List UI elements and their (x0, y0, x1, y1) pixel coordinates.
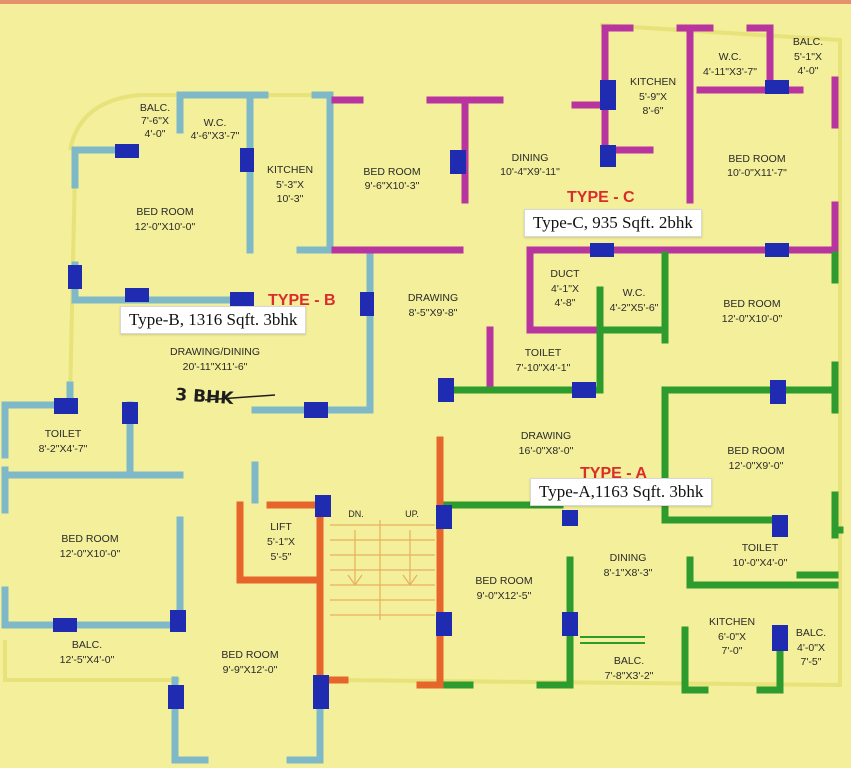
room-a-wc-size1: 4'-2"X5'-6" (610, 302, 659, 314)
room-duct-name: DUCT (550, 268, 580, 280)
room-b-kitchen-size2: 10'-3" (277, 193, 304, 205)
type-c-area-label: Type-C, 935 Sqft. 2bhk (524, 209, 702, 237)
room-b-balc-top-size2: 4'-0" (145, 128, 166, 140)
room-a-bed1-size1: 12'-0"X10'-0" (722, 313, 783, 325)
room-labels: BALC. 7'-6"X 4'-0" W.C. 4'-6"X3'-7" KITC… (39, 36, 827, 682)
room-b-kitchen-size1: 5'-3"X (276, 179, 304, 191)
room-b-toilet-size1: 8'-2"X4'-7" (39, 443, 88, 455)
room-b-kitchen-name: KITCHEN (267, 164, 313, 176)
room-c-drawing-name: DRAWING (408, 292, 458, 304)
room-a-balc2-name: BALC. (796, 627, 826, 639)
room-a-bed3-size1: 9'-0"X12'-5" (477, 590, 532, 602)
room-a-dining-size1: 8'-1"X8'-3" (604, 567, 653, 579)
room-b-bed3-size1: 9'-9"X12'-0" (223, 664, 278, 676)
room-b-balc-top-size1: 7'-6"X (141, 115, 169, 127)
room-a-balc2-size1: 4'-0"X (797, 642, 825, 654)
room-a-dining-name: DINING (610, 552, 647, 564)
room-c-bed1-name: BED ROOM (363, 166, 420, 178)
room-b-wc-size1: 4'-6"X3'-7" (191, 130, 240, 142)
room-a-balc1-size1: 7'-8"X3'-2" (605, 670, 654, 682)
room-b-balc-bot-name: BALC. (72, 639, 102, 651)
room-b-wc-name: W.C. (204, 117, 227, 129)
room-a-bed1-name: BED ROOM (723, 298, 780, 310)
room-c-wc-size1: 4'-11"X3'-7" (703, 66, 757, 78)
room-lift-name: LIFT (270, 521, 292, 533)
room-b-drawing-name: DRAWING/DINING (170, 346, 260, 358)
room-b-drawing-size1: 20'-11"X11'-6" (183, 361, 248, 373)
room-a-bed2-size1: 12'-0"X9'-0" (729, 460, 784, 472)
room-a-wc-name: W.C. (623, 287, 646, 299)
room-duct-size2: 4'-8" (555, 297, 576, 309)
type-a-balcony-rail (580, 636, 645, 644)
stair-down-label: DN. (348, 509, 364, 519)
room-a-balc2-size2: 7'-5" (801, 656, 822, 668)
type-c-heading: TYPE - C (567, 189, 635, 206)
type-b-heading: TYPE - B (268, 292, 336, 309)
room-c-kitchen-size2: 8'-6" (643, 105, 664, 117)
room-lift-size1: 5'-1"X (267, 536, 295, 548)
room-a-bed2-name: BED ROOM (727, 445, 784, 457)
room-c-dining-size1: 10'-4"X9'-11" (500, 166, 560, 178)
room-c-dining-name: DINING (512, 152, 549, 164)
room-b-bed1-size1: 12'-0"X10'-0" (135, 221, 196, 233)
room-c-wc-name: W.C. (719, 51, 742, 63)
room-b-bed1-name: BED ROOM (136, 206, 193, 218)
type-a-heading: TYPE - A (580, 465, 647, 482)
room-duct-size1: 4'-1"X (551, 283, 579, 295)
room-b-balc-bot-size1: 12'-5"X4'-0" (60, 654, 115, 666)
room-a-drawing-size1: 16'-0"X8'-0" (519, 445, 574, 457)
room-c-balc-size1: 5'-1"X (794, 51, 822, 63)
handwritten-note: 3 BHK (175, 385, 235, 409)
handwriting-underline (204, 394, 276, 401)
room-a-kitchen-name: KITCHEN (709, 616, 755, 628)
room-lift-size2: 5'-5" (271, 551, 292, 563)
room-c-bed1-size1: 9'-6"X10'-3" (365, 180, 420, 192)
room-b-bed2-name: BED ROOM (61, 533, 118, 545)
room-c-kitchen-name: KITCHEN (630, 76, 676, 88)
room-c-bed2-name: BED ROOM (728, 153, 785, 165)
room-c-balc-size2: 4'-0" (798, 65, 819, 77)
room-a-drawing-name: DRAWING (521, 430, 571, 442)
top-red-edge (0, 0, 851, 4)
room-c-kitchen-size1: 5'-9"X (639, 91, 667, 103)
room-a-kitchen-size1: 6'-0"X (718, 631, 746, 643)
room-a-toilet1-size1: 7'-10"X4'-1" (516, 362, 571, 374)
room-b-bed2-size1: 12'-0"X10'-0" (60, 548, 121, 560)
columns (53, 80, 789, 709)
room-a-toilet2-size1: 10'-0"X4'-0" (733, 557, 788, 569)
room-b-balc-top-name: BALC. (140, 102, 170, 114)
room-c-balc-name: BALC. (793, 36, 823, 48)
room-c-bed2-size1: 10'-0"X11'-7" (727, 167, 787, 179)
room-c-drawing-size1: 8'-5"X9'-8" (409, 307, 458, 319)
type-a-area-label: Type-A,1163 Sqft. 3bhk (530, 478, 713, 506)
room-b-toilet-name: TOILET (45, 428, 82, 440)
lift-walls (236, 436, 444, 689)
room-a-kitchen-size2: 7'-0" (722, 645, 743, 657)
type-b-area-label: Type-B, 1316 Sqft. 3bhk (120, 306, 307, 334)
room-a-balc1-name: BALC. (614, 655, 644, 667)
stair-up-label: UP. (405, 509, 419, 519)
staircase (330, 520, 435, 620)
room-a-bed3-name: BED ROOM (475, 575, 532, 587)
room-b-bed3-name: BED ROOM (221, 649, 278, 661)
room-a-toilet2-name: TOILET (742, 542, 779, 554)
room-a-toilet1-name: TOILET (525, 347, 562, 359)
